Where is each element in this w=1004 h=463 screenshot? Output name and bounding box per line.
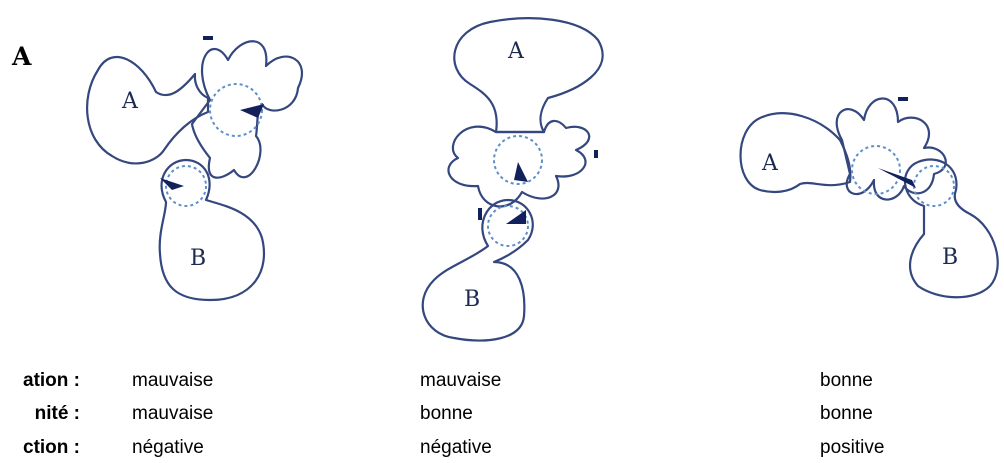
molecule-a-outline bbox=[741, 113, 851, 192]
ligand-binding-site bbox=[914, 166, 954, 206]
figure-2 bbox=[423, 18, 603, 340]
ligand-binding-site bbox=[488, 206, 528, 246]
row-header: ction : bbox=[23, 437, 80, 459]
row-value: positive bbox=[820, 437, 884, 459]
receptor-binding-site bbox=[852, 146, 900, 194]
row-value: bonne bbox=[420, 403, 473, 425]
molecule-b-label: B bbox=[942, 245, 958, 270]
row-value: mauvaise bbox=[132, 403, 213, 425]
molecule-b-outline bbox=[160, 160, 264, 300]
table-row: ation : mauvaise mauvaise bonne bbox=[0, 370, 1004, 392]
row-value: mauvaise bbox=[132, 370, 213, 392]
pointer-wedge bbox=[514, 162, 528, 182]
row-value: bonne bbox=[820, 370, 873, 392]
molecule-b-label: B bbox=[464, 287, 480, 312]
molecule-a-outline bbox=[454, 18, 602, 132]
binding-diagram: A B A B A B bbox=[0, 0, 1004, 350]
molecule-b-label: B bbox=[190, 246, 206, 271]
molecule-b-outline bbox=[905, 160, 998, 298]
pointer-wedge bbox=[160, 178, 184, 190]
molecule-a-label: A bbox=[761, 151, 779, 176]
pointer-wedge bbox=[878, 168, 916, 188]
pointer-wedge bbox=[506, 210, 526, 224]
row-header: nité : bbox=[35, 403, 80, 425]
edge-mark bbox=[203, 36, 213, 40]
molecule-a-outline bbox=[87, 57, 208, 163]
edge-mark bbox=[478, 208, 482, 220]
row-header: ation : bbox=[23, 370, 80, 392]
table-row: nité : mauvaise bonne bonne bbox=[0, 403, 1004, 425]
row-value: mauvaise bbox=[420, 370, 501, 392]
table-row: ction : négative négative positive bbox=[0, 437, 1004, 459]
molecule-a-label: A bbox=[121, 89, 139, 114]
molecule-a-label: A bbox=[507, 39, 525, 64]
figure-3 bbox=[741, 99, 998, 298]
edge-mark bbox=[594, 150, 598, 158]
edge-mark bbox=[898, 97, 908, 101]
row-value: négative bbox=[132, 437, 204, 459]
receptor-outline bbox=[837, 99, 946, 200]
row-value: bonne bbox=[820, 403, 873, 425]
row-value: négative bbox=[420, 437, 492, 459]
